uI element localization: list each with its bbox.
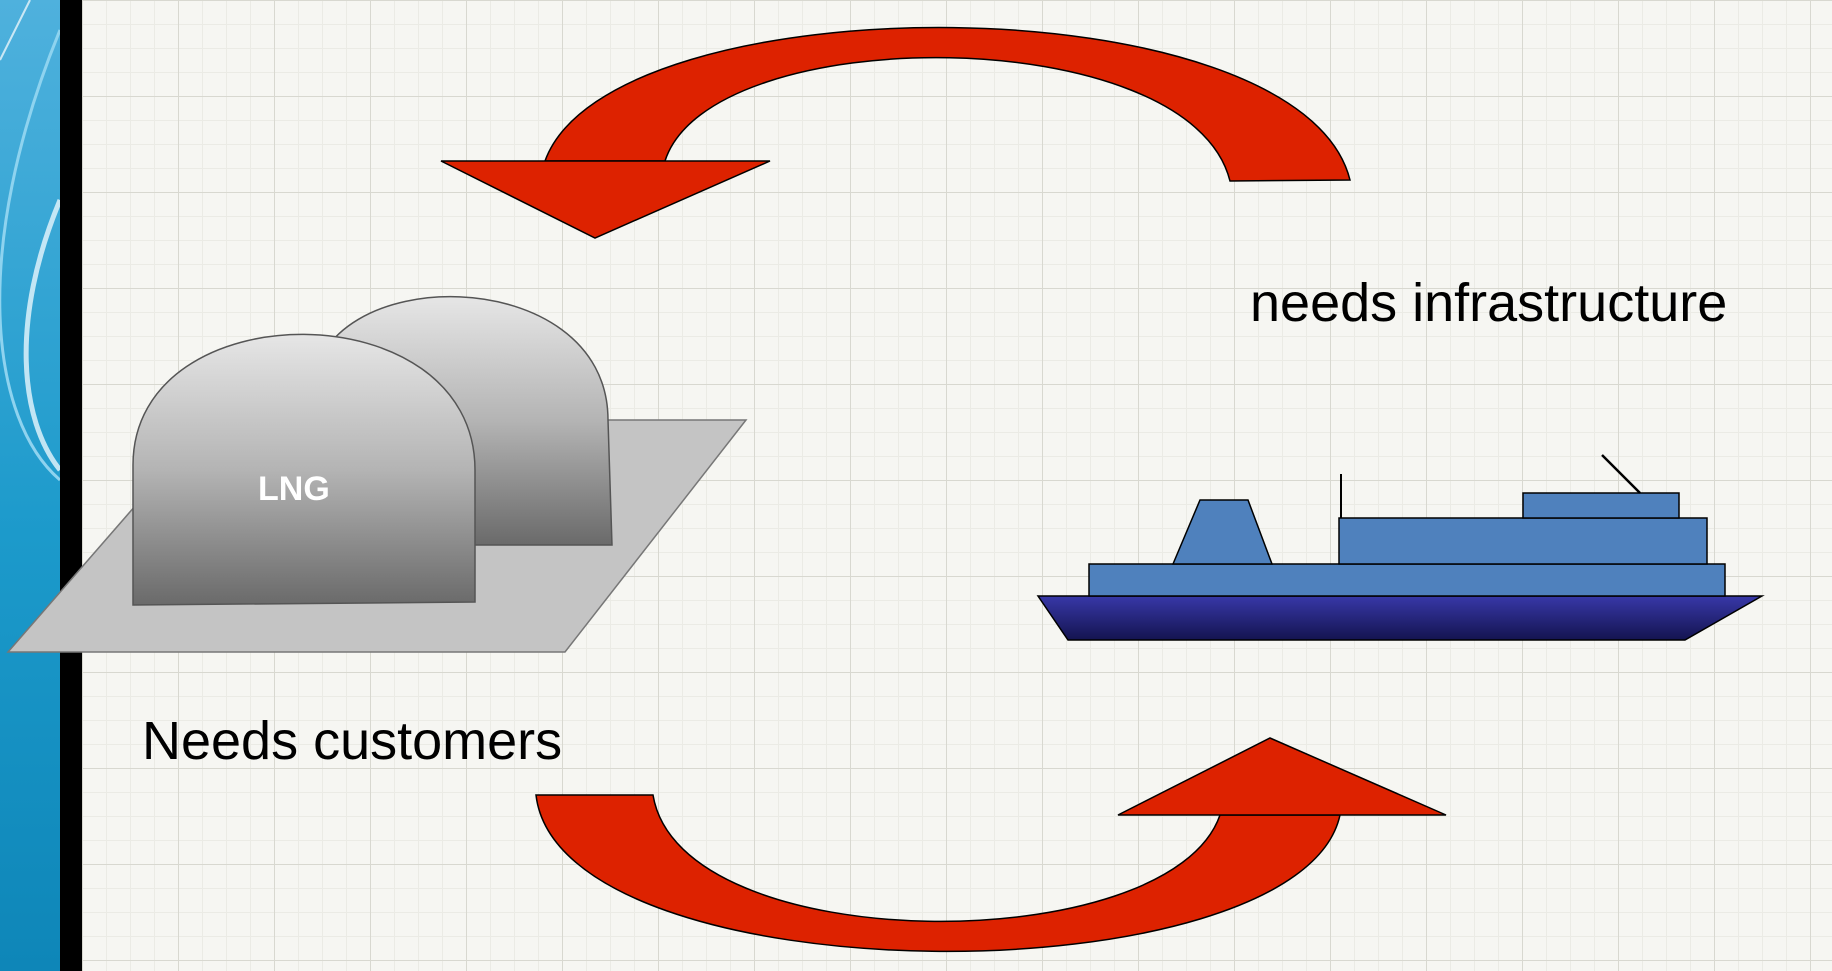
- ship-superstructure: [1338, 517, 1708, 565]
- top-arrow-body: [543, 26, 1351, 182]
- tank-label: LNG: [258, 470, 330, 508]
- ship-bridge: [1522, 492, 1680, 519]
- ship-main-deck: [1088, 563, 1726, 597]
- sidebar-border: [60, 0, 82, 971]
- sidebar-swoosh: [0, 0, 60, 482]
- bottom-arrow-head: [1117, 737, 1447, 816]
- top-arrow-head: [440, 160, 771, 239]
- needs-infrastructure-label: needs infrastructure: [1250, 273, 1728, 333]
- sidebar-decoration: [0, 0, 60, 971]
- ship-antenna: [1601, 454, 1641, 494]
- ship-hull: [1036, 595, 1765, 641]
- bottom-arrow-body: [535, 794, 1341, 952]
- needs-customers-label: Needs customers: [142, 711, 563, 771]
- tank-front: [132, 333, 476, 606]
- ship-funnel: [1171, 499, 1274, 565]
